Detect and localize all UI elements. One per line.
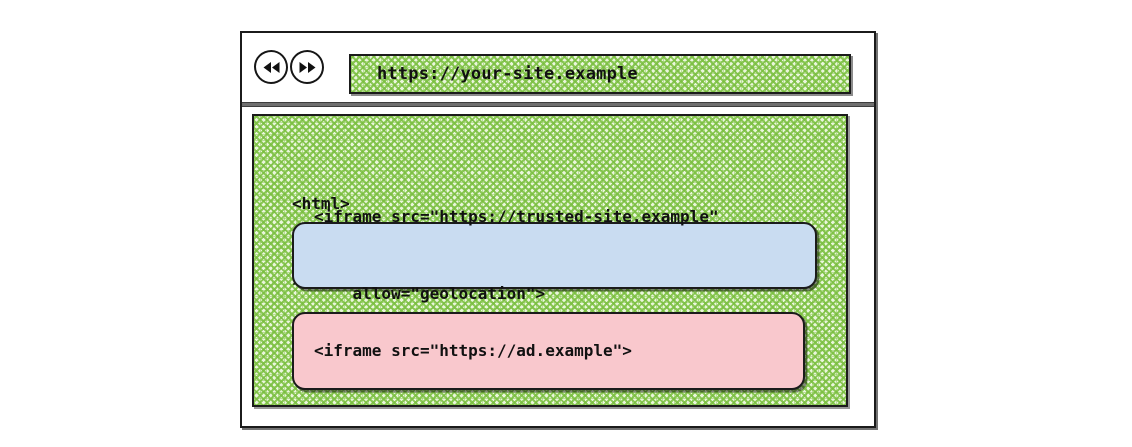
url-bar[interactable]: https://your-site.example [349,54,851,94]
trusted-site-iframe[interactable]: <iframe src="https://trusted-site.exampl… [292,207,817,303]
page-content-area: <html> // your-site.example code <iframe… [252,114,848,407]
browser-window: https://your-site.example <html> // your… [240,31,876,428]
code-line: <iframe src="https://trusted-site.exampl… [314,207,719,227]
trusted-iframe-code: <iframe src="https://trusted-site.exampl… [294,153,719,358]
fast-forward-icon [298,61,317,74]
rewind-back-icon [262,61,281,74]
browser-toolbar: https://your-site.example [242,33,874,103]
url-text: https://your-site.example [377,64,638,84]
toolbar-separator [242,102,874,107]
code-line: <iframe src="https://ad.example"> [314,341,632,361]
navigation-buttons [254,50,324,84]
ad-iframe[interactable]: <iframe src="https://ad.example"> [292,312,805,390]
forward-button[interactable] [290,50,324,84]
code-line: allow="geolocation"> [314,284,546,304]
ad-iframe-code: <iframe src="https://ad.example"> [294,287,632,415]
code-line: <html> [292,193,350,213]
back-button[interactable] [254,50,288,84]
